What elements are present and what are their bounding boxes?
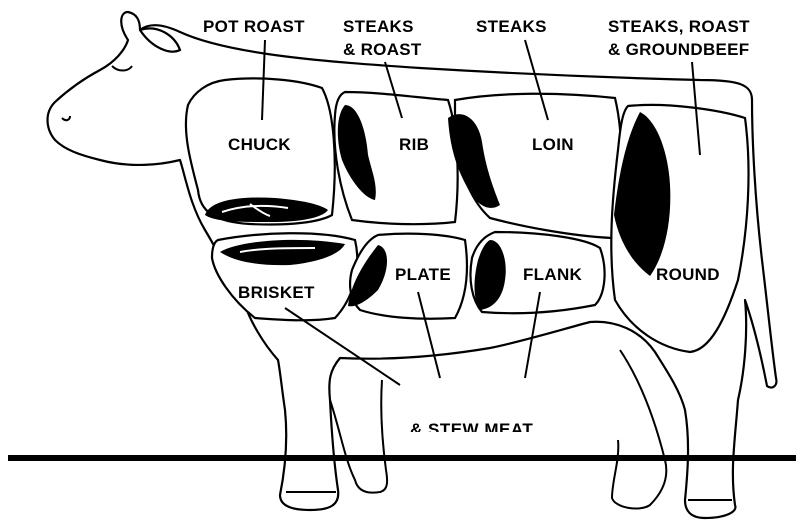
cow-far-foreleg [330, 380, 387, 493]
label-loin: LOIN [532, 135, 574, 155]
bottom-label-clip: & STEW MEAT [380, 412, 580, 432]
label-rib-use-line2: & ROAST [343, 40, 422, 60]
label-rib: RIB [399, 135, 429, 155]
label-stew-meat: & STEW MEAT [410, 420, 533, 432]
label-rib-use-line1: STEAKS [343, 17, 414, 37]
label-round-use-line2: & GROUNDBEEF [608, 40, 750, 60]
cow-far-hindleg [612, 350, 666, 509]
label-round: ROUND [656, 265, 720, 285]
label-chuck: CHUCK [228, 135, 291, 155]
leader-brisket [285, 308, 400, 385]
ground-line [8, 455, 796, 461]
label-pot-roast: POT ROAST [203, 17, 305, 37]
label-round-use-line1: STEAKS, ROAST [608, 17, 750, 37]
label-brisket: BRISKET [238, 283, 315, 303]
cow-nostril [62, 116, 70, 120]
label-loin-use: STEAKS [476, 17, 547, 37]
cow-ear [140, 28, 180, 51]
label-plate: PLATE [395, 265, 451, 285]
cow-eye [112, 66, 132, 71]
label-flank: FLANK [523, 265, 582, 285]
